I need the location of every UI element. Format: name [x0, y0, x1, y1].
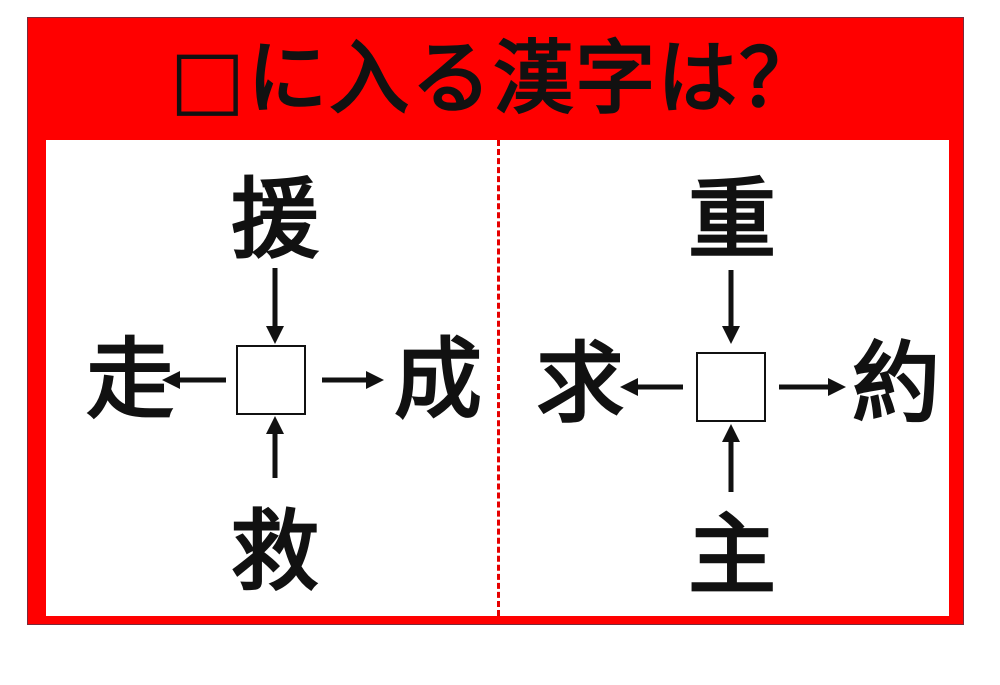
- puzzle-left: 援 走 成 救: [46, 140, 497, 616]
- arrowhead-right: [366, 371, 384, 389]
- puzzle-panel: 援 走 成 救 重 求 約 主: [46, 140, 949, 616]
- dashed-divider: [497, 140, 500, 616]
- blank-box: [236, 345, 306, 415]
- kanji-left: 求: [535, 332, 624, 435]
- arrowhead-up: [722, 424, 740, 442]
- arrows-right: [620, 270, 846, 492]
- kanji-left: 走: [85, 328, 174, 431]
- kanji-bottom: 主: [687, 504, 776, 607]
- kanji-bottom: 救: [230, 500, 319, 603]
- page-title: □に入る漢字は？: [169, 32, 822, 125]
- kanji-right: 約: [851, 332, 940, 435]
- kanji-right: 成: [393, 328, 482, 431]
- blank-box: [696, 352, 766, 422]
- title-bar: □に入る漢字は？: [28, 18, 963, 140]
- arrowhead-down: [722, 326, 740, 344]
- quiz-card: □に入る漢字は？ 援 走 成 救: [27, 17, 964, 625]
- arrowhead-left: [620, 378, 638, 396]
- kanji-top: 重: [687, 168, 776, 271]
- arrows-left: [162, 268, 384, 478]
- arrowhead-right: [828, 378, 846, 396]
- kanji-top: 援: [230, 168, 319, 271]
- arrowhead-up: [266, 416, 284, 434]
- puzzle-right: 重 求 約 主: [500, 140, 951, 616]
- arrowhead-left: [162, 371, 180, 389]
- arrowhead-down: [266, 326, 284, 344]
